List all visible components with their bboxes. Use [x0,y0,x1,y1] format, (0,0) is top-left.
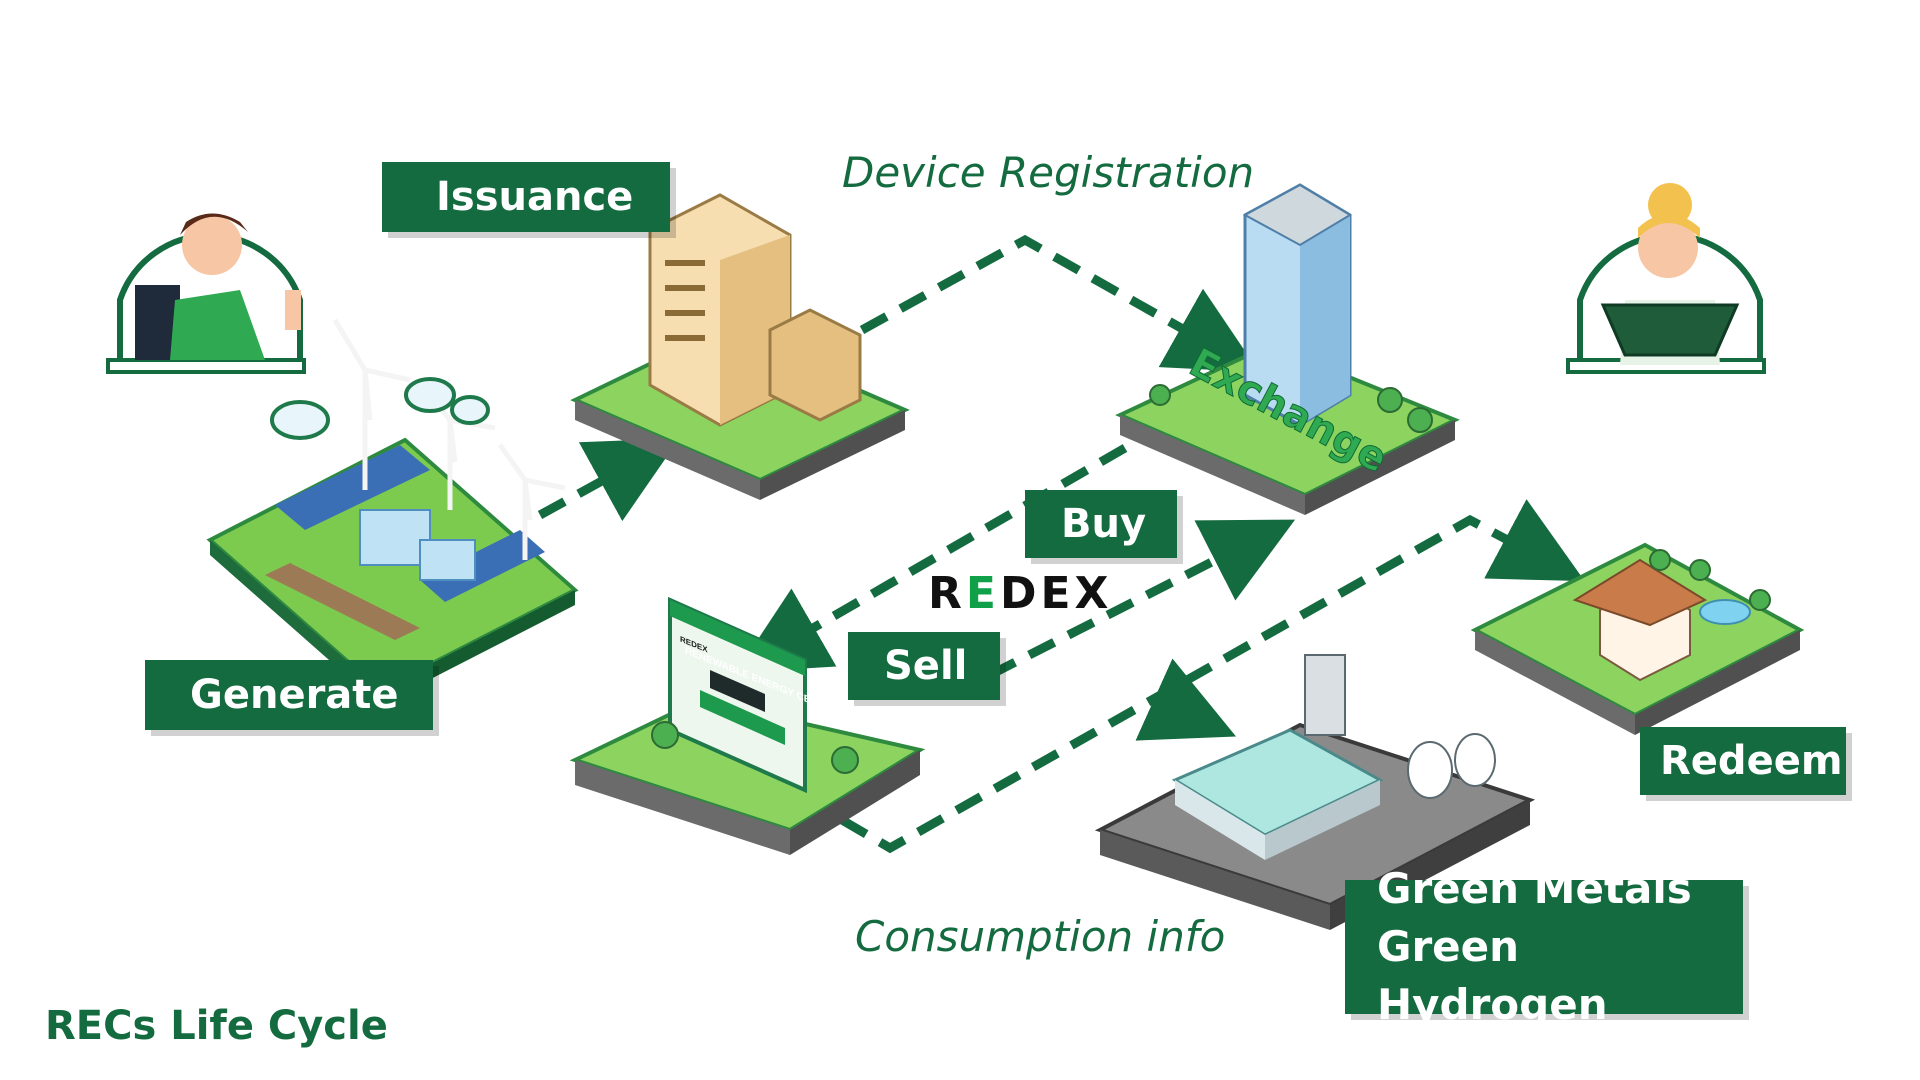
device-registration-caption: Device Registration [842,148,1255,197]
green-products-label: Green Metals Green Hydrogen [1345,864,1743,1029]
trees [1149,384,1433,433]
generate-label: Generate [145,660,433,730]
arrow-consumption-to-industry [1135,658,1237,741]
generator-worker-avatar [106,213,306,374]
wind-solar-farm-tile [206,318,579,705]
redex-logo-e: E [965,568,1000,619]
redeem-text: Redeem [1660,738,1843,784]
arrow-exchange-to-certificate-buy [736,444,1128,673]
generate-text: Generate [190,672,399,718]
sell-text: Sell [884,643,968,689]
wind-turbines [332,318,566,560]
house-tile [1470,542,1805,735]
arrow-generate-to-issuance [537,438,680,522]
page-title: RECs Life Cycle [45,1003,388,1049]
arrow-certificate-to-exchange-sell [987,519,1296,680]
consumption-info-caption: Consumption info [855,912,1226,961]
sell-label: Sell [848,632,1000,700]
arrow-issuance-to-exchange [859,234,1260,373]
flow-arrows [537,234,1585,854]
redex-logo-r: R [928,568,966,619]
green-hydrogen-text: Green Hydrogen [1377,922,1608,1029]
exchange-tower-tile [1115,183,1460,515]
arrow-certificate-to-factory [839,499,1585,854]
redeem-label: Redeem [1640,727,1846,795]
issuance-text: Issuance [436,174,634,220]
green-metals-text: Green Metals [1377,864,1692,913]
consumer-woman-avatar [1566,183,1766,374]
redex-logo: REDEX [928,568,1112,619]
issuance-office-tile [570,193,910,500]
redex-logo-dex: DEX [999,568,1113,619]
issuance-label: Issuance [382,162,670,232]
buy-text: Buy [1061,501,1147,547]
clouds [270,377,490,440]
certificate-billboard-tile [569,596,926,855]
buy-label: Buy [1025,490,1177,558]
